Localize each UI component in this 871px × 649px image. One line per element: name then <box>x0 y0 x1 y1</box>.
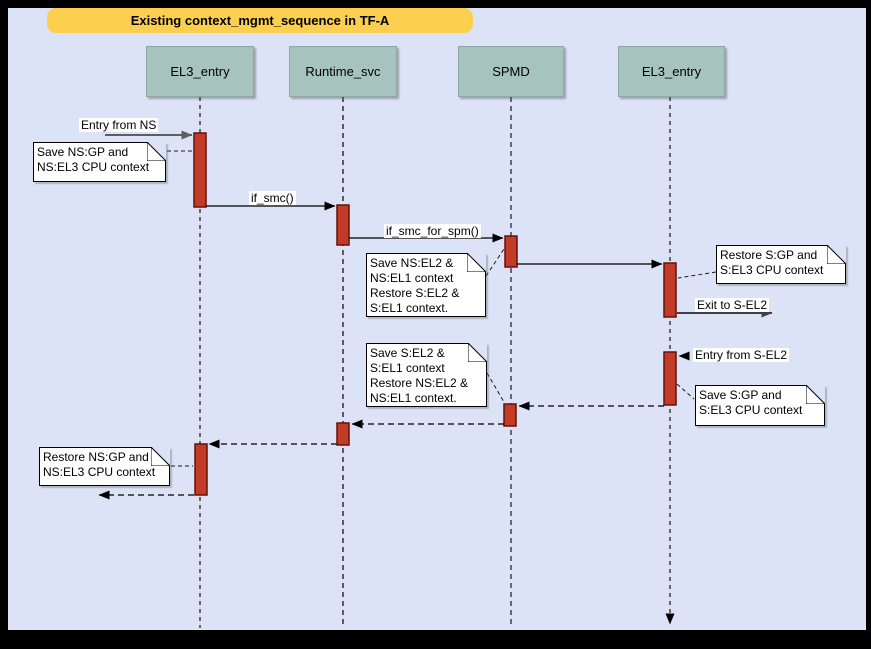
actor-label: Runtime_svc <box>305 64 381 79</box>
note-text: Save S:GP and S:EL3 CPU context <box>699 388 803 417</box>
actor-label: EL3_entry <box>170 64 230 79</box>
note-text: Save NS:EL2 & NS:EL1 context Restore S:E… <box>370 256 460 315</box>
activation-bar-el3-left-1 <box>193 132 207 208</box>
actor-label: EL3_entry <box>641 64 702 79</box>
message-label-if-smc-for-spm: if_smc_for_spm() <box>384 224 481 238</box>
note-fold-icon <box>147 142 166 161</box>
actor-box-runtime-svc: Runtime_svc <box>289 46 397 97</box>
actor-box-el3-entry-left: EL3_entry <box>146 46 254 97</box>
note-fold-icon <box>806 385 825 404</box>
activation-bar-el3-left-2 <box>194 443 208 496</box>
message-label-entry-from-s-el2: Entry from S-EL2 <box>693 348 790 362</box>
note-text: Save NS:GP and NS:EL3 CPU context <box>37 145 150 174</box>
note-connector-4 <box>486 372 505 403</box>
activation-bar-runtime-1 <box>336 204 350 246</box>
note-fold-icon <box>468 343 487 362</box>
note-restore-ns-gp: Restore NS:GP and NS:EL3 CPU context <box>39 447 170 486</box>
note-fold-icon <box>467 253 486 272</box>
diagram-canvas <box>8 8 866 630</box>
note-save-s-gp: Save S:GP and S:EL3 CPU context <box>695 385 825 426</box>
note-fold-icon <box>151 447 170 466</box>
note-text: Save S:EL2 & S:EL1 context Restore NS:EL… <box>370 346 469 405</box>
activation-bar-spmd-2 <box>503 403 517 427</box>
actor-box-spmd: SPMD <box>458 46 564 97</box>
note-connector-3 <box>677 271 717 279</box>
actor-label: SPMD <box>492 64 530 79</box>
note-restore-s-gp: Restore S:GP and S:EL3 CPU context <box>716 245 846 284</box>
note-text: Restore S:GP and S:EL3 CPU context <box>720 248 824 277</box>
message-label-entry-from-ns: Entry from NS <box>79 118 159 132</box>
actor-box-el3-entry-right: EL3_entry <box>618 46 725 97</box>
message-label-if-smc: if_smc() <box>249 191 296 205</box>
note-fold-icon <box>827 245 846 264</box>
diagram-title: Existing context_mgmt_sequence in TF-A <box>47 8 473 33</box>
activation-bar-runtime-2 <box>336 422 350 446</box>
note-connector-5 <box>676 383 695 400</box>
activation-bar-el3-right-1 <box>663 262 677 318</box>
note-save-ns-el2: Save NS:EL2 & NS:EL1 context Restore S:E… <box>366 253 486 317</box>
note-connector-2 <box>485 248 505 277</box>
activation-bar-spmd-1 <box>504 235 518 268</box>
note-save-s-el2: Save S:EL2 & S:EL1 context Restore NS:EL… <box>366 343 487 407</box>
message-label-exit-to-s-el2: Exit to S-EL2 <box>695 298 770 312</box>
note-save-ns-gp: Save NS:GP and NS:EL3 CPU context <box>33 142 166 182</box>
activation-bar-el3-right-2 <box>663 351 677 406</box>
note-text: Restore NS:GP and NS:EL3 CPU context <box>43 450 156 479</box>
